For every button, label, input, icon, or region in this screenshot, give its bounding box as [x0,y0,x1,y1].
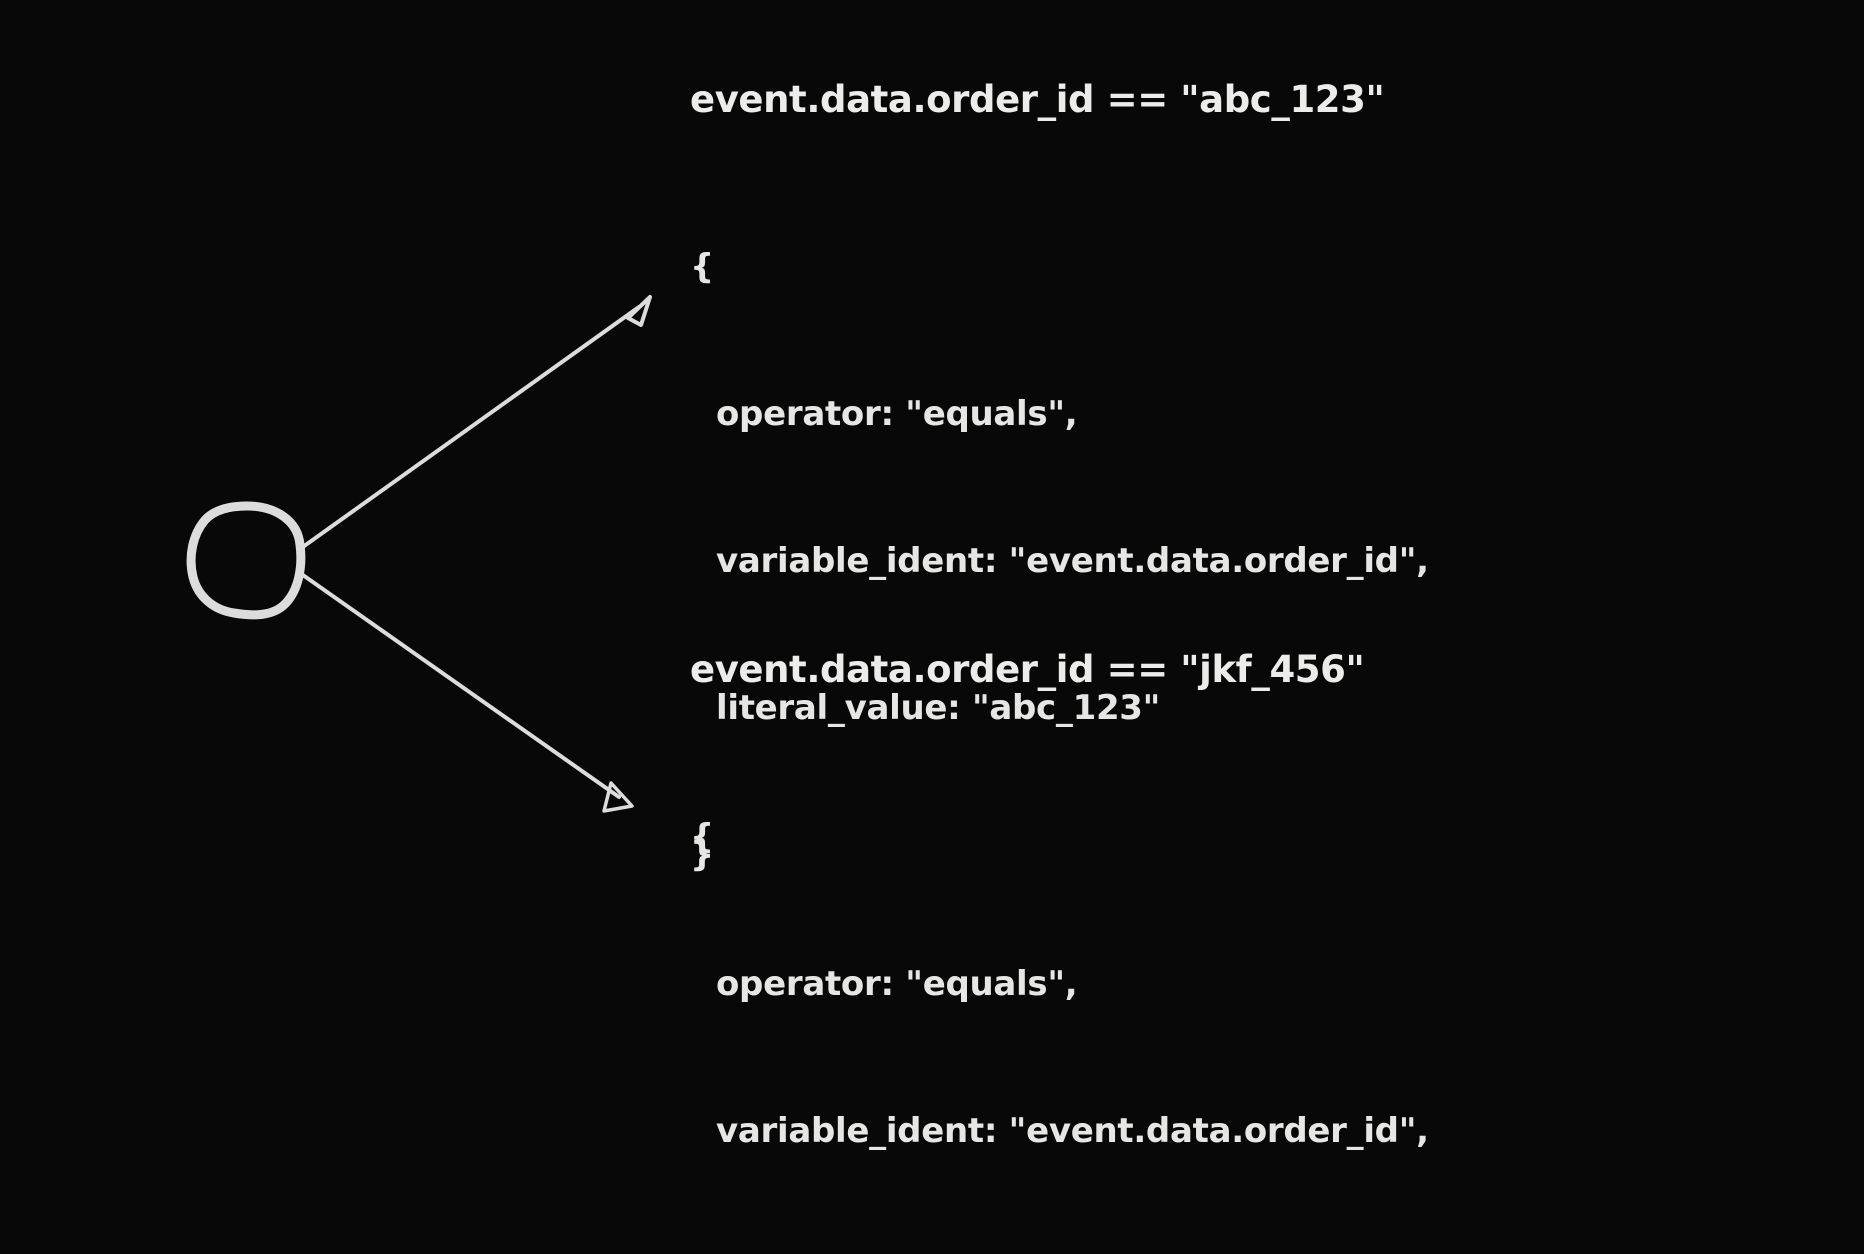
code-line-literal-value: literal_value: "abc_123" [716,688,1161,728]
code-line-open-brace: { [690,817,714,857]
code-line-variable-ident: variable_ident: "event.data.order_id", [716,1111,1429,1151]
branch-bottom-title: event.data.order_id == "jkf_456" [690,648,1365,691]
branch-top[interactable]: event.data.order_id == "abc_123" { opera… [690,78,1429,978]
code-line-open-brace: { [690,247,714,287]
code-line-operator: operator: "equals", [716,964,1078,1004]
code-line-operator: operator: "equals", [716,394,1078,434]
branch-top-code: { operator: "equals", variable_ident: "e… [690,145,1429,978]
root-node[interactable] [186,501,306,620]
edge-to-branch-top[interactable] [298,295,652,551]
edge-to-branch-bottom[interactable] [298,571,634,813]
branch-top-title: event.data.order_id == "abc_123" [690,78,1385,121]
code-line-close-brace: } [690,835,714,875]
code-line-variable-ident: variable_ident: "event.data.order_id", [716,541,1429,581]
branch-bottom-code: { operator: "equals", variable_ident: "e… [690,715,1429,1254]
branch-bottom[interactable]: event.data.order_id == "jkf_456" { opera… [690,648,1429,1254]
